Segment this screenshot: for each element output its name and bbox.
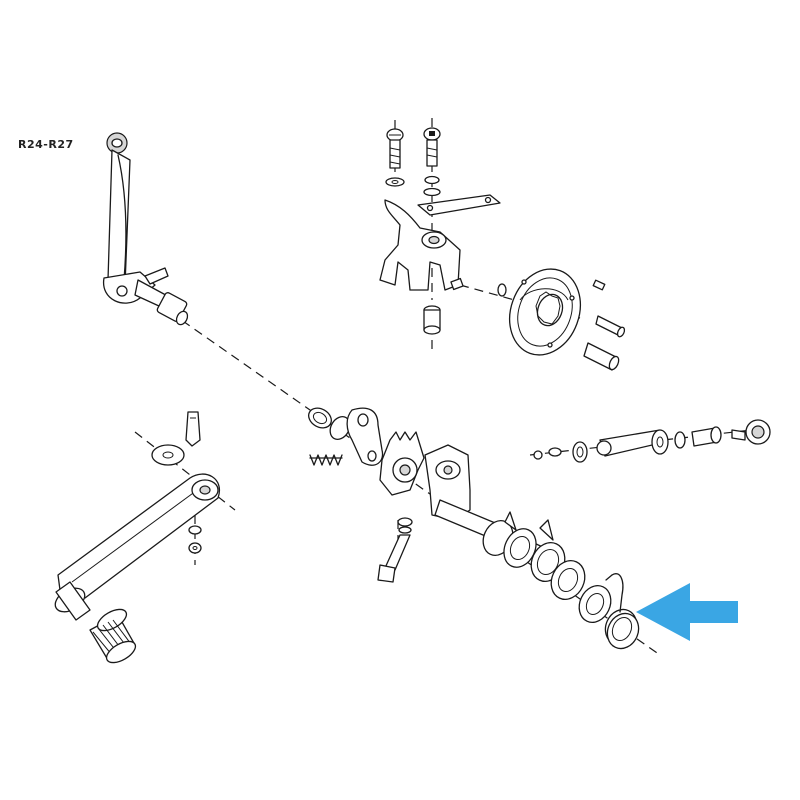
small-spring: [309, 454, 343, 466]
axis-lines: [134, 118, 771, 656]
shift-fork-assembly: [379, 127, 501, 335]
return-spring: [604, 573, 640, 650]
gear-shift-lever: [54, 411, 221, 664]
switch-linkage: [533, 419, 771, 463]
washer-stack: [482, 511, 612, 623]
selector-disc: [497, 268, 626, 371]
model-label: R24-R27: [18, 138, 74, 151]
arrow-left-icon: [636, 583, 738, 641]
rubber-grip: [89, 608, 137, 664]
kickstart-lever: [103, 132, 189, 326]
